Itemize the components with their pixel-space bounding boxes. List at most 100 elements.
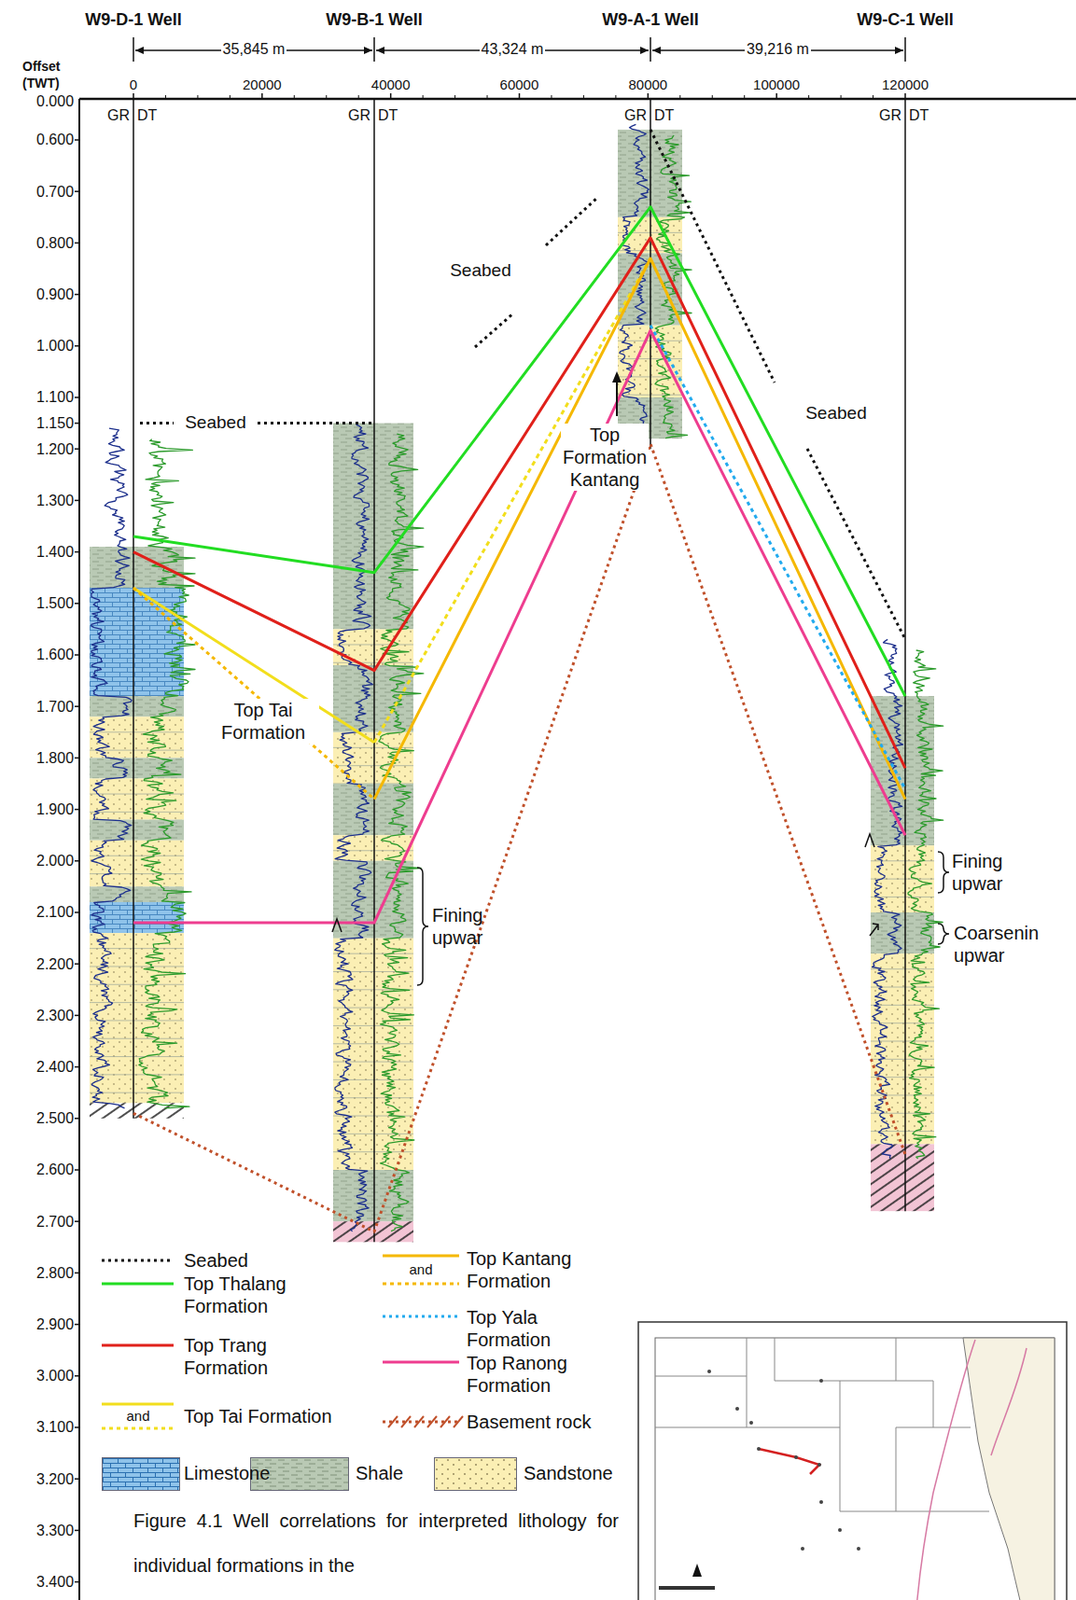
- legend-hatch-sample: [414, 1416, 424, 1428]
- axis-tick: [74, 757, 80, 760]
- legend-label: Sandstone: [523, 1462, 614, 1485]
- shale-streak: [333, 662, 414, 664]
- axis-title: (TWT): [22, 75, 60, 92]
- axis-tick: [74, 911, 80, 914]
- bracket: [937, 852, 950, 894]
- block-boundary: [895, 1381, 934, 1428]
- axis-tick: [74, 242, 80, 245]
- lithology-pattern: [89, 778, 184, 820]
- location-map: [638, 1322, 1067, 1600]
- land-area: [963, 1338, 1055, 1600]
- time-tick-label: 2.500: [36, 1109, 74, 1128]
- axis-minor-tick: [840, 95, 842, 99]
- legend-hatch-sample: [401, 1416, 411, 1428]
- time-tick-label: 1.300: [36, 491, 74, 510]
- axis-tick: [74, 809, 80, 811]
- formation-label: Top Tai Formation: [208, 698, 320, 744]
- time-tick-label: 3.000: [36, 1367, 74, 1385]
- thalang-top-line: [133, 207, 906, 697]
- block-boundary: [895, 1511, 990, 1513]
- dimension-end: [904, 37, 907, 62]
- shale-streak: [870, 1005, 935, 1007]
- kantang-top-line: [374, 258, 906, 800]
- shale-streak: [333, 1133, 414, 1135]
- lithology-pattern: [870, 912, 935, 954]
- trend-arrow: [332, 919, 342, 933]
- legend-connector-word: and: [409, 1261, 434, 1279]
- log-track-label: DT: [654, 106, 674, 125]
- lithology-pattern: [333, 732, 414, 784]
- well-dot: [756, 1447, 761, 1452]
- well-line: [649, 98, 652, 449]
- shale-streak: [89, 731, 184, 733]
- axis-tick: [904, 93, 907, 99]
- legend-label: Shale: [355, 1462, 404, 1485]
- time-tick-label: 1.900: [36, 800, 74, 819]
- seabed-line: [139, 421, 174, 425]
- basement-band: [333, 1221, 414, 1243]
- axis-tick: [74, 190, 80, 193]
- swatch-pattern: [434, 1458, 517, 1491]
- time-tick-label: 1.400: [36, 543, 74, 561]
- shale-streak: [333, 850, 414, 852]
- legend-hatch-sample: [440, 1416, 450, 1428]
- axis-tick: [74, 1272, 80, 1275]
- legend-line-sample: [101, 1344, 174, 1348]
- time-tick-label: 2.200: [36, 955, 74, 974]
- gr-log-curve: [91, 428, 132, 1109]
- trang-top-line: [133, 237, 906, 769]
- time-tick-label: 1.600: [36, 645, 74, 664]
- shale-streak: [333, 765, 414, 767]
- lithology-pattern: [870, 789, 935, 847]
- axis-tick: [132, 93, 135, 99]
- block-boundary: [774, 1338, 896, 1382]
- axis-minor-tick: [165, 95, 167, 99]
- offset-tick-label: 0: [129, 76, 138, 94]
- axis-tick: [518, 93, 521, 99]
- axis-minor-tick: [872, 95, 874, 99]
- log-track-label: GR: [107, 106, 130, 125]
- legend-label: Seabed: [183, 1249, 249, 1272]
- legend-line-sample: [101, 1259, 174, 1263]
- block-boundary: [746, 1381, 840, 1428]
- axis-tick: [74, 1375, 80, 1378]
- gr-log-curve: [335, 423, 374, 1232]
- log-track-label: GR: [624, 106, 647, 125]
- legend-hatch-sample: [453, 1416, 463, 1428]
- legend-label: Basement rock: [466, 1411, 591, 1434]
- lithology-pattern: [333, 1170, 414, 1222]
- seabed-line: [257, 421, 375, 425]
- time-tick-label: 1.200: [36, 440, 74, 459]
- axis-minor-tick: [583, 95, 585, 99]
- time-tick-label: 1.500: [36, 594, 74, 613]
- axis-tick: [74, 1220, 80, 1223]
- lithology-pattern: [89, 696, 184, 717]
- axis-tick: [74, 293, 80, 296]
- well-dot: [817, 1463, 822, 1468]
- axis-tick: [74, 1530, 80, 1533]
- shale-streak: [89, 1038, 184, 1040]
- dimension-end: [373, 37, 376, 62]
- dimension-arrowhead: [652, 46, 661, 55]
- trend-label: Fining upwar: [432, 904, 483, 950]
- axis-tick: [74, 1066, 80, 1069]
- lithology-band: [89, 902, 184, 934]
- seabed-line: [475, 313, 514, 348]
- time-tick-label: 2.100: [36, 903, 74, 922]
- shale-streak: [333, 953, 414, 955]
- time-tick-label: 2.800: [36, 1264, 74, 1283]
- legend-line-sample: [382, 1283, 460, 1286]
- axis-title: Offset: [22, 58, 60, 75]
- axis-tick: [74, 860, 80, 863]
- trend-label: Coarsenin upwar: [953, 922, 1039, 967]
- legend-label: Limestone: [183, 1462, 270, 1485]
- shale-streak: [870, 1041, 935, 1043]
- well-dot: [856, 1547, 861, 1552]
- axis-tick: [74, 1324, 80, 1327]
- legend-line-sample: [382, 1255, 460, 1258]
- shale-streak: [870, 1076, 935, 1078]
- well-line: [132, 98, 135, 1119]
- well-dot: [749, 1421, 754, 1426]
- trend-arrow: [869, 923, 879, 937]
- axis-tick: [647, 93, 650, 99]
